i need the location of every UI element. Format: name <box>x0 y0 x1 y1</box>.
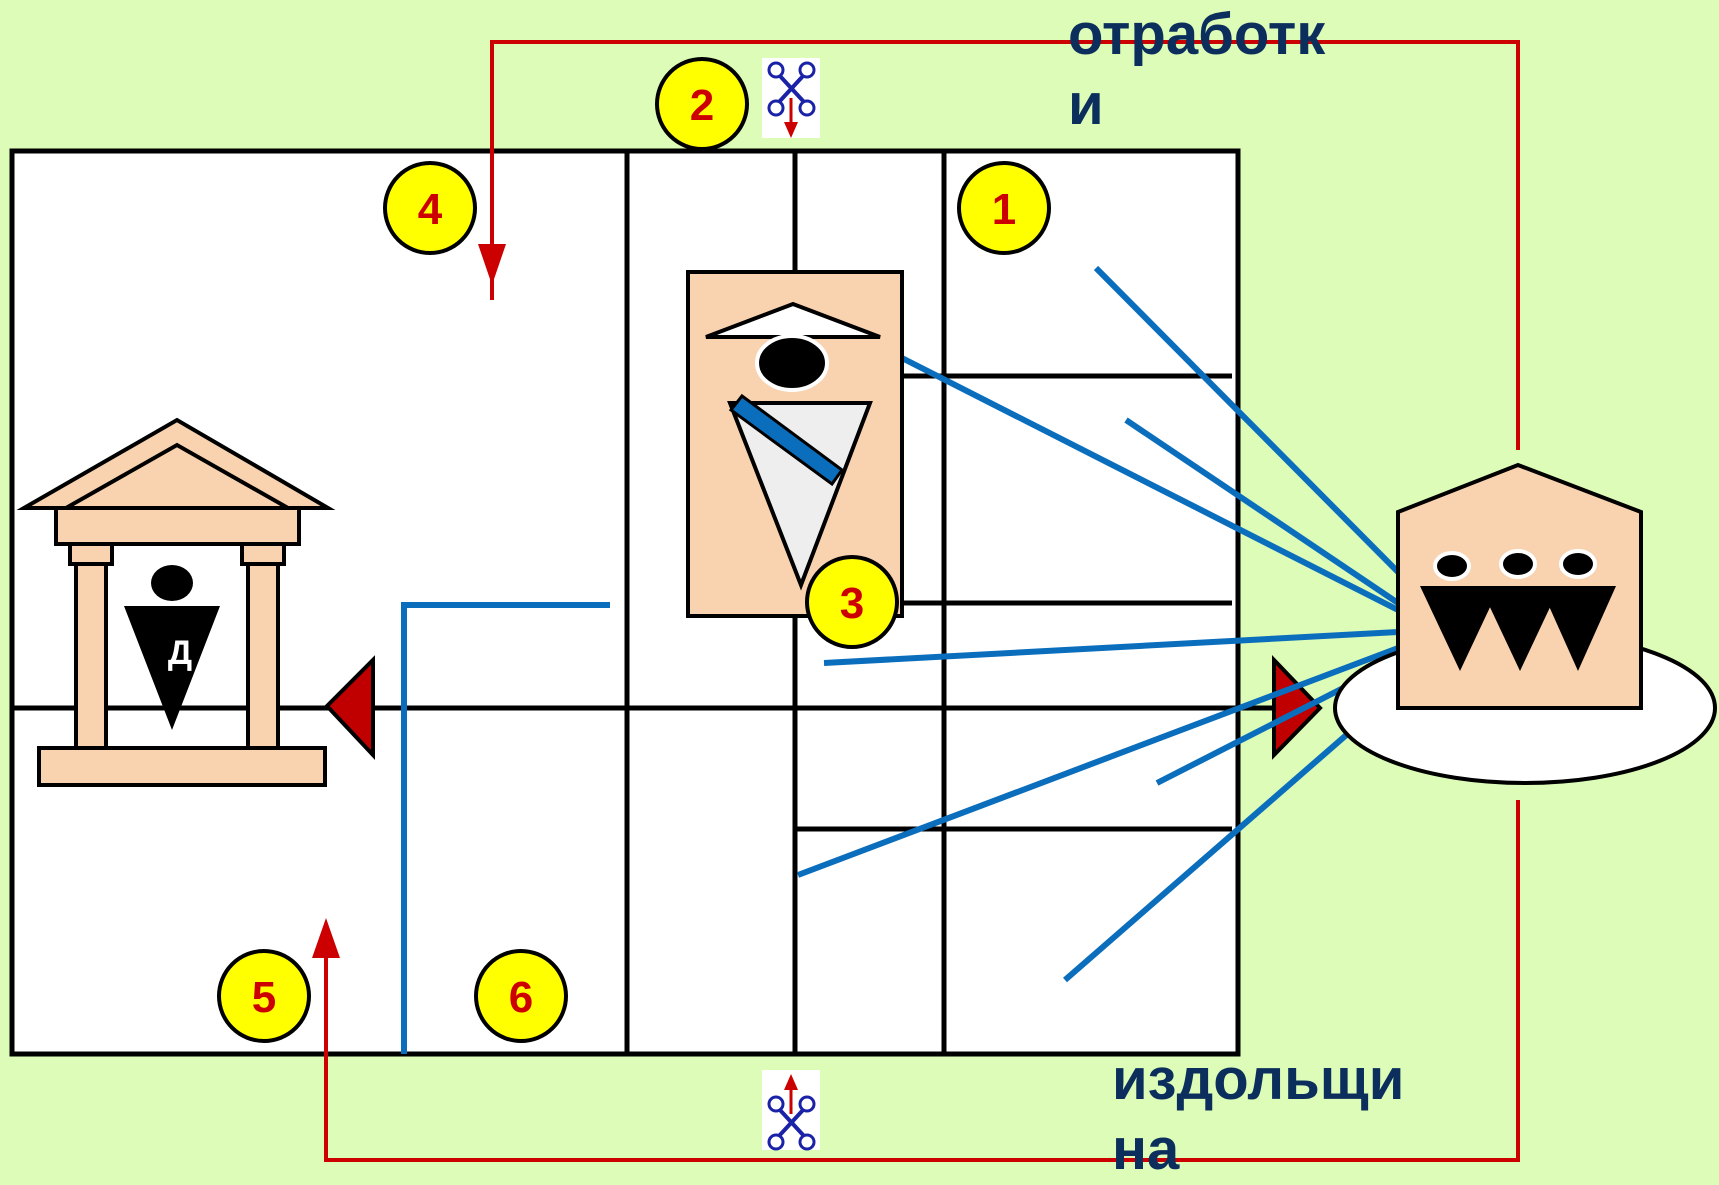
red-cycle-line <box>312 40 1520 1162</box>
scissors-icon-bottom <box>762 1070 820 1151</box>
marker-6: 6 <box>474 949 568 1043</box>
priest-body <box>124 606 220 730</box>
double-arrow <box>324 655 1323 761</box>
label-izdolshchina: издольщи на <box>1112 1045 1442 1185</box>
label-otrabotki-line-1: отработк <box>1068 2 1326 67</box>
marker-1-label: 1 <box>992 185 1016 234</box>
marker-1: 1 <box>957 161 1051 255</box>
label-otrabotki-line-2: и <box>1068 72 1104 137</box>
marker-2: 2 <box>655 57 749 151</box>
marker-3-label: 3 <box>840 579 864 628</box>
marker-4: 4 <box>383 161 477 255</box>
temple-icon: Д <box>16 417 336 787</box>
peasant-house-icon <box>1333 462 1717 785</box>
priest-head <box>151 565 193 601</box>
marker-5: 5 <box>217 949 311 1043</box>
marker-6-label: 6 <box>509 973 533 1022</box>
marker-2-label: 2 <box>690 81 714 130</box>
landlord-figure <box>686 270 904 618</box>
label-izdolshchina-line-2: на <box>1112 1117 1180 1182</box>
blue-lines <box>401 265 1401 1054</box>
marker-5-label: 5 <box>252 973 276 1022</box>
marker-4-label: 4 <box>418 185 443 234</box>
label-izdolshchina-line-1: издольщи <box>1112 1047 1405 1112</box>
temple-letter: Д <box>168 634 192 672</box>
label-otrabotki: отработк и <box>1068 0 1368 140</box>
marker-3: 3 <box>805 555 899 649</box>
scissors-icon-top <box>762 58 820 138</box>
